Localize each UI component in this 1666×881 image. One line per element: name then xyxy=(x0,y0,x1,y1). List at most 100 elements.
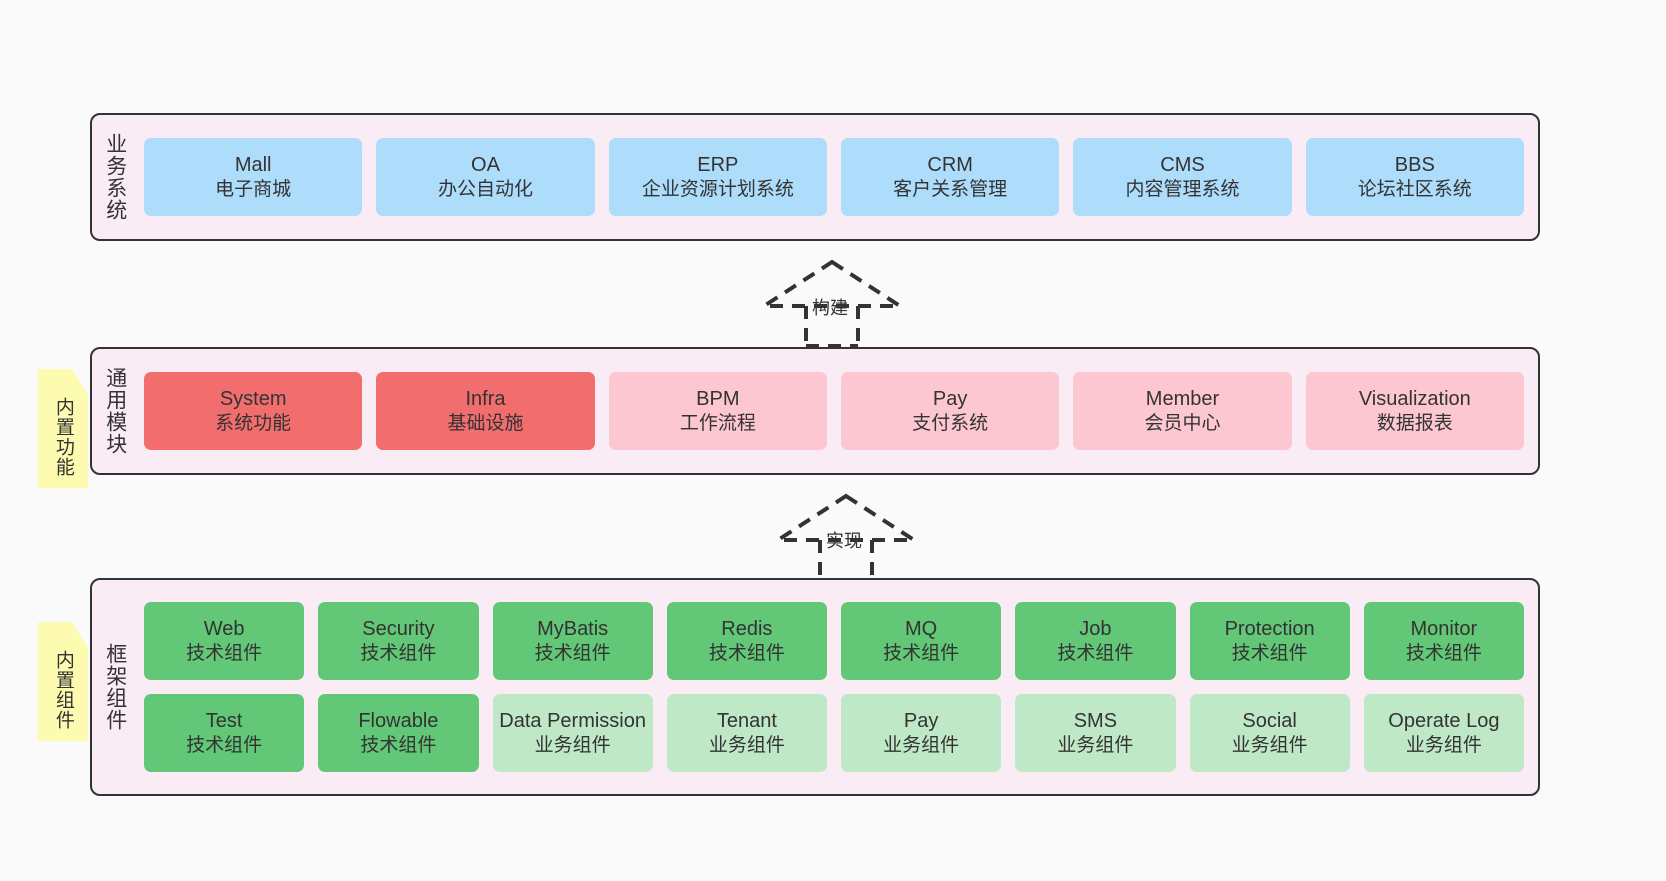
card-subtitle: 基础设施 xyxy=(447,412,524,434)
card-title: Infra xyxy=(465,387,506,410)
card-row: Test 技术组件 Flowable 技术组件 Data Permission … xyxy=(144,694,1524,772)
card-subtitle: 业务组件 xyxy=(1231,734,1308,756)
card-system[interactable]: System 系统功能 xyxy=(144,372,363,450)
card-subtitle: 会员中心 xyxy=(1144,412,1221,434)
card-subtitle: 企业资源计划系统 xyxy=(641,178,794,200)
card-monitor[interactable]: Monitor 技术组件 xyxy=(1363,602,1524,680)
card-title: Mall xyxy=(234,153,272,176)
connector-implement-label: 实现 xyxy=(826,531,862,551)
note-builtin-components: 内置组件 xyxy=(38,622,88,741)
card-job[interactable]: Job 技术组件 xyxy=(1015,602,1176,680)
card-subtitle: 内容管理系统 xyxy=(1125,178,1240,200)
card-redis[interactable]: Redis 技术组件 xyxy=(666,602,827,680)
note-label: 内置功能 xyxy=(52,396,74,477)
layer-title-business-system: 业务系统 xyxy=(103,133,127,221)
card-security[interactable]: Security 技术组件 xyxy=(318,602,479,680)
card-title: SMS xyxy=(1073,709,1118,732)
card-subtitle: 客户关系管理 xyxy=(893,178,1008,200)
card-test[interactable]: Test 技术组件 xyxy=(144,694,305,772)
card-title: Operate Log xyxy=(1388,709,1500,732)
card-title: MQ xyxy=(905,617,938,640)
card-title: Monitor xyxy=(1410,617,1478,640)
card-flowable[interactable]: Flowable 技术组件 xyxy=(318,694,479,772)
card-subtitle: 业务组件 xyxy=(1405,734,1482,756)
card-title: Member xyxy=(1145,387,1220,410)
card-mq[interactable]: MQ 技术组件 xyxy=(841,602,1002,680)
card-subtitle: 工作流程 xyxy=(679,412,756,434)
card-title: Security xyxy=(362,617,435,640)
note-fold-icon xyxy=(72,369,88,385)
layer-framework-components: 框架组件 Web 技术组件 Security 技术组件 MyBatis 技术组件… xyxy=(90,578,1540,796)
card-subtitle: 支付系统 xyxy=(912,412,989,434)
card-subtitle: 技术组件 xyxy=(186,642,263,664)
card-title: BPM xyxy=(696,387,740,410)
card-visualization[interactable]: Visualization 数据报表 xyxy=(1305,372,1524,450)
card-subtitle: 技术组件 xyxy=(1405,642,1482,664)
card-subtitle: 技术组件 xyxy=(1231,642,1308,664)
card-title: Web xyxy=(203,617,245,640)
card-row: Web 技术组件 Security 技术组件 MyBatis 技术组件 Redi… xyxy=(144,602,1524,680)
card-operate-log[interactable]: Operate Log 业务组件 xyxy=(1363,694,1524,772)
card-web[interactable]: Web 技术组件 xyxy=(144,602,305,680)
layer-body-common-modules: System 系统功能 Infra 基础设施 BPM 工作流程 Pay 支付系统… xyxy=(138,349,1538,473)
card-title: Pay xyxy=(903,709,939,732)
card-title: System xyxy=(219,387,287,410)
card-subtitle: 业务组件 xyxy=(534,734,611,756)
layer-title-framework-components: 框架组件 xyxy=(103,643,127,731)
card-title: Social xyxy=(1242,709,1297,732)
card-crm[interactable]: CRM 客户关系管理 xyxy=(840,138,1060,216)
card-subtitle: 技术组件 xyxy=(1057,642,1134,664)
card-bbs[interactable]: BBS 论坛社区系统 xyxy=(1305,138,1524,216)
card-social[interactable]: Social 业务组件 xyxy=(1189,694,1350,772)
card-sms[interactable]: SMS 业务组件 xyxy=(1015,694,1176,772)
card-member[interactable]: Member 会员中心 xyxy=(1073,372,1292,450)
card-tenant[interactable]: Tenant 业务组件 xyxy=(666,694,827,772)
card-row: Mall 电子商城 OA 办公自动化 ERP 企业资源计划系统 CRM 客户关系… xyxy=(144,138,1524,216)
card-pay-component[interactable]: Pay 业务组件 xyxy=(841,694,1002,772)
card-subtitle: 业务组件 xyxy=(883,734,960,756)
card-title: Tenant xyxy=(716,709,777,732)
card-protection[interactable]: Protection 技术组件 xyxy=(1189,602,1350,680)
card-subtitle: 论坛社区系统 xyxy=(1357,178,1472,200)
card-mall[interactable]: Mall 电子商城 xyxy=(144,138,363,216)
connector-build-label: 构建 xyxy=(812,298,848,318)
layer-common-modules: 通用模块 System 系统功能 Infra 基础设施 BPM 工作流程 Pay… xyxy=(90,347,1540,475)
card-infra[interactable]: Infra 基础设施 xyxy=(376,372,595,450)
card-title: Visualization xyxy=(1358,387,1471,410)
card-erp[interactable]: ERP 企业资源计划系统 xyxy=(608,138,827,216)
card-subtitle: 技术组件 xyxy=(186,734,263,756)
connector-build-arrow xyxy=(757,259,907,348)
card-title: OA xyxy=(471,153,500,176)
card-title: CMS xyxy=(1160,153,1205,176)
card-title: Flowable xyxy=(358,709,439,732)
card-subtitle: 办公自动化 xyxy=(437,178,533,200)
card-title: BBS xyxy=(1394,153,1435,176)
card-subtitle: 系统功能 xyxy=(215,412,292,434)
card-subtitle: 数据报表 xyxy=(1376,412,1453,434)
card-data-permission[interactable]: Data Permission 业务组件 xyxy=(492,694,653,772)
layer-business-system: 业务系统 Mall 电子商城 OA 办公自动化 ERP 企业资源计划系统 CRM… xyxy=(90,113,1540,241)
card-subtitle: 业务组件 xyxy=(708,734,785,756)
card-mybatis[interactable]: MyBatis 技术组件 xyxy=(492,602,653,680)
card-subtitle: 业务组件 xyxy=(1057,734,1134,756)
card-cms[interactable]: CMS 内容管理系统 xyxy=(1073,138,1292,216)
card-title: ERP xyxy=(697,153,739,176)
layer-title-common-modules: 通用模块 xyxy=(103,367,127,455)
layer-body-framework-components: Web 技术组件 Security 技术组件 MyBatis 技术组件 Redi… xyxy=(138,580,1538,794)
card-subtitle: 技术组件 xyxy=(534,642,611,664)
card-title: Data Permission xyxy=(499,709,646,732)
card-title: Job xyxy=(1079,617,1112,640)
layer-body-business-system: Mall 电子商城 OA 办公自动化 ERP 企业资源计划系统 CRM 客户关系… xyxy=(138,115,1538,239)
card-title: Test xyxy=(205,709,243,732)
card-pay-module[interactable]: Pay 支付系统 xyxy=(840,372,1060,450)
card-title: CRM xyxy=(927,153,973,176)
card-oa[interactable]: OA 办公自动化 xyxy=(376,138,595,216)
note-label: 内置组件 xyxy=(52,649,74,730)
card-bpm[interactable]: BPM 工作流程 xyxy=(608,372,827,450)
card-title: Redis xyxy=(721,617,773,640)
note-fold-icon xyxy=(72,622,88,638)
card-title: Pay xyxy=(932,387,968,410)
card-subtitle: 技术组件 xyxy=(708,642,785,664)
card-subtitle: 技术组件 xyxy=(360,734,437,756)
